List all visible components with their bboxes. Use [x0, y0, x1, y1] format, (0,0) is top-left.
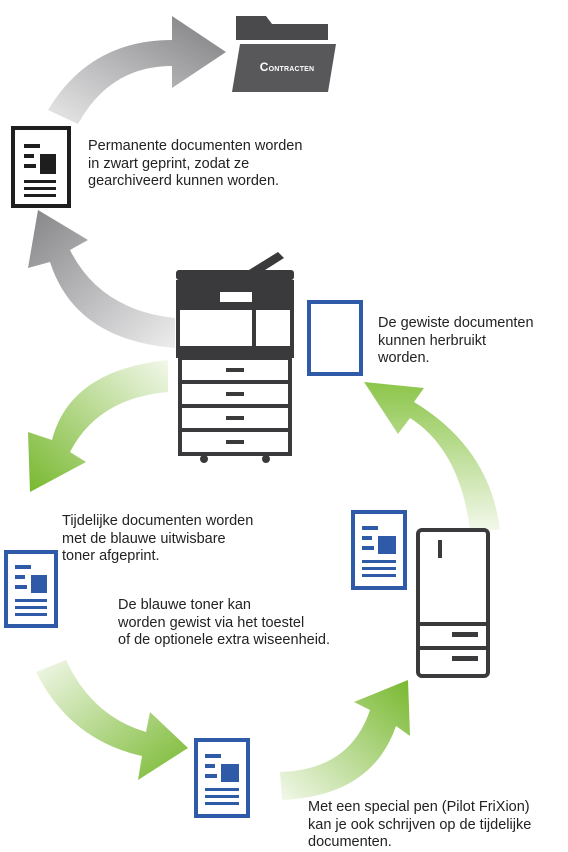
folder-icon	[232, 16, 336, 92]
text-line: De blauwe toner kan	[118, 597, 251, 613]
erasing-unit-icon	[416, 528, 490, 678]
text-line: Tijdelijke documenten worden	[62, 513, 254, 529]
printer-icon	[176, 252, 294, 463]
text-line: kan je ook schrijven op de tijdelijke	[308, 816, 532, 833]
text-line: documenten.	[308, 834, 392, 850]
text-line: kunnen herbruikt	[378, 332, 487, 349]
special-pen-text: Met een special pen (Pilot FriXion) kan …	[308, 799, 531, 852]
blue-toner-text: De blauwe toner kan worden gewist via he…	[118, 597, 330, 650]
blue-document-icon	[4, 550, 58, 628]
text-line: of de optionele extra wiseenheid.	[118, 632, 331, 648]
text-line: met de blauwe uitwisbare	[62, 530, 226, 547]
erased-text: De gewiste documenten kunnen herbruikt w…	[378, 315, 534, 368]
permanent-text: Permanente documenten worden in zwart ge…	[88, 138, 302, 191]
arrow-green-icon	[36, 660, 188, 780]
arrow-green-icon	[280, 680, 410, 800]
text-line: in zwart geprint, zodat ze	[88, 155, 250, 172]
text-line: gearchiveerd kunnen worden.	[88, 173, 280, 189]
text-line: worden.	[378, 350, 430, 366]
blue-document-icon	[194, 738, 250, 818]
text-line: worden gewist via het toestel	[118, 614, 305, 631]
arrow-green-icon	[364, 382, 500, 530]
arrow-gray-icon	[48, 16, 226, 124]
folder-label: Contracten	[259, 60, 315, 74]
blue-document-icon	[351, 510, 407, 590]
text-line: toner afgeprint.	[62, 548, 160, 564]
temporary-text: Tijdelijke documenten worden met de blau…	[62, 513, 253, 566]
text-line: Met een special pen (Pilot FriXion)	[308, 799, 530, 815]
arrow-green-icon	[28, 360, 168, 492]
blank-blue-document-icon	[307, 300, 363, 376]
arrow-gray-icon	[28, 210, 175, 348]
text-line: Permanente documenten worden	[88, 138, 303, 154]
black-document-icon	[11, 126, 71, 208]
text-line: De gewiste documenten	[378, 315, 534, 331]
